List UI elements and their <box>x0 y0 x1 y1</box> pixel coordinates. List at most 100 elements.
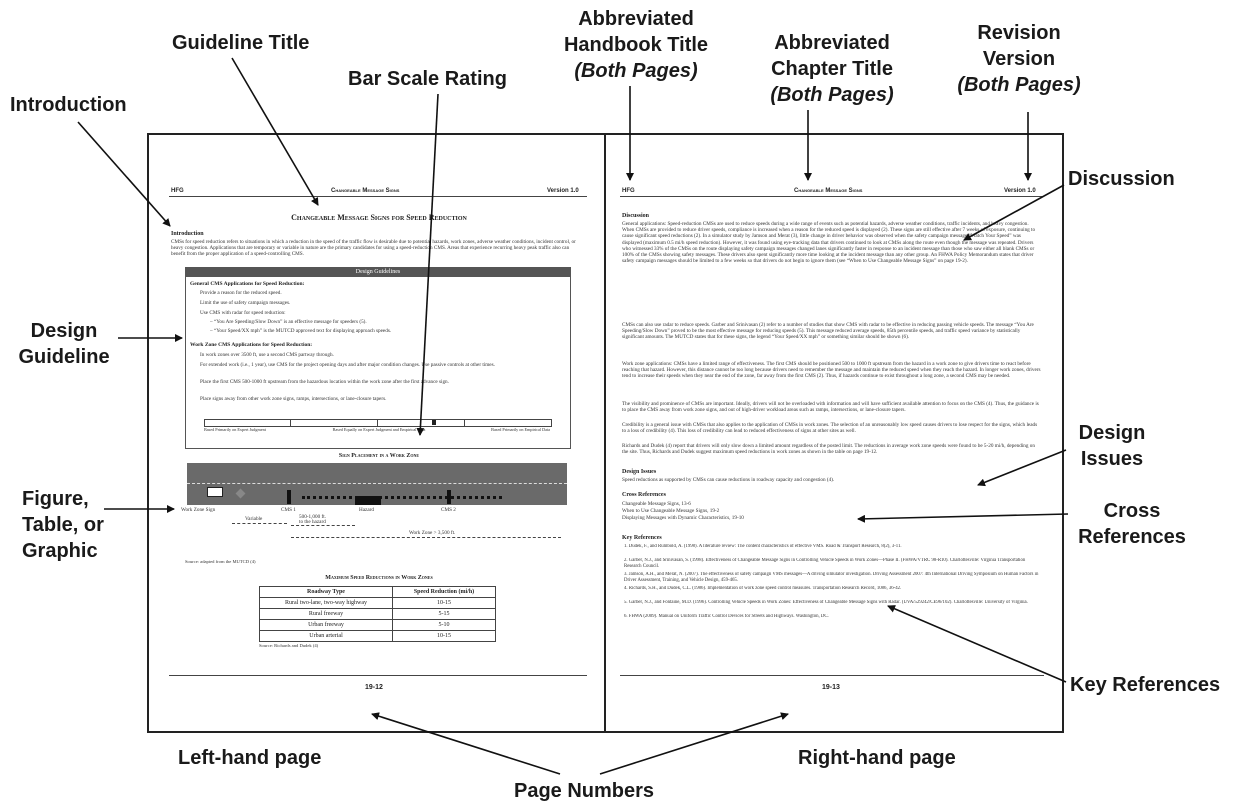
callout-key-references: Key References <box>1070 674 1221 696</box>
dg-workzone-item: Place the first CMS 500-1000 ft upstream… <box>200 379 449 385</box>
callout-introduction: Introduction <box>10 94 127 116</box>
right-header-rule <box>620 196 1044 197</box>
discussion-paragraph: CMSs can also use radar to reduce speeds… <box>622 322 1034 341</box>
dg-workzone-item: In work zones over 3500 ft, use a second… <box>200 352 334 358</box>
callout-left-hand-page: Left-hand page <box>178 747 322 769</box>
table-row: Rural two-lane, two-way highway 10-15 <box>259 597 496 609</box>
callout-line: Graphic <box>22 540 98 562</box>
callout-line: Abbreviated <box>578 8 694 30</box>
discussion-paragraph: General applications: Speed-reduction CM… <box>622 221 1036 265</box>
fig-wz-length-label: Work Zone > 3,500 ft. <box>409 530 456 536</box>
dg-workzone-item: For extended work (i.e., 1 year), use CM… <box>200 362 495 368</box>
callout-abbrev-chapter-title: Abbreviated Chapter Title (Both Pages) <box>752 30 912 108</box>
bar-scale-rating: Based Primarily on Expert Judgment Based… <box>204 415 552 435</box>
left-page-number: 19-12 <box>365 684 383 691</box>
design-guidelines-header: Design Guidelines <box>186 268 570 277</box>
work-zone-figure: Work Zone Sign CMS 1 Hazard CMS 2 Variab… <box>181 463 567 553</box>
figure-title: Sign Placement in a Work Zone <box>338 453 420 459</box>
left-footer-rule <box>169 675 587 676</box>
table-cell: Rural two-lane, two-way highway <box>259 597 393 609</box>
table-cell: 10-15 <box>392 630 496 642</box>
dg-general-item: Limit the use of safety campaign message… <box>200 300 291 306</box>
table-source: Source: Richards and Dudek (4) <box>259 643 319 648</box>
callout-right-hand-page: Right-hand page <box>798 747 956 769</box>
right-header-version: Version 1.0 <box>1004 188 1036 194</box>
scale-right-label: Based Primarily on Empirical Data <box>491 427 550 432</box>
callout-line: Chapter Title <box>771 58 893 80</box>
dg-general-heading: General CMS Applications for Speed Reduc… <box>190 281 305 287</box>
dg-general-item: Provide a reason for the reduced speed. <box>200 290 282 296</box>
speed-reduction-table: Roadway Type Speed Reduction (mi/h) Rura… <box>259 586 496 642</box>
callout-discussion: Discussion <box>1068 168 1175 190</box>
discussion-paragraph: The visibility and prominence of CMSs ar… <box>622 401 1039 414</box>
design-issues-heading: Design Issues <box>622 469 657 475</box>
callout-line: Design <box>1078 422 1146 444</box>
discussion-paragraph: Work zone applications: CMSs have a limi… <box>622 361 1041 380</box>
key-ref-item: 1. Dudek, F., and Rumbold, A. (1998). A … <box>624 544 902 549</box>
callout-line: Table, or <box>22 514 104 536</box>
fig-variable-label: Variable <box>245 516 263 522</box>
left-header-rule <box>169 196 587 197</box>
fig-cms1-label: CMS 1 <box>281 507 296 513</box>
callout-line: Revision <box>977 22 1061 44</box>
key-ref-item: 4. Richards, S.H., and Dudek, C.L. (1986… <box>624 586 902 591</box>
table-cell: 5-15 <box>392 608 496 620</box>
dg-general-item: – “You Are Speeding/Slow Down” is an eff… <box>210 319 367 325</box>
dg-workzone-heading: Work Zone CMS Applications for Speed Red… <box>190 342 313 348</box>
discussion-heading: Discussion <box>622 213 650 219</box>
key-ref-heading: Key References <box>622 535 662 541</box>
dg-workzone-item: Place signs away from other work zone si… <box>200 396 387 402</box>
table-cell: Urban arterial <box>259 630 393 642</box>
callout-line: (Both Pages) <box>957 74 1081 96</box>
dg-general-item: Use CMS with radar for speed reduction: <box>200 310 286 316</box>
fig-500-1000-label: 500-1,000 ft. <box>299 514 326 520</box>
table-row: Urban freeway 5-10 <box>259 619 496 631</box>
callout-abbrev-handbook-title: Abbreviated Handbook Title (Both Pages) <box>556 6 716 84</box>
bar-scale-marker <box>432 420 436 425</box>
table-cell: 10-15 <box>392 597 496 609</box>
vehicle-icon <box>207 487 223 497</box>
callout-bar-scale-rating: Bar Scale Rating <box>348 68 507 90</box>
discussion-paragraph: Richards and Dudek (4) report that drive… <box>622 443 1035 456</box>
cone-taper <box>302 496 502 502</box>
callout-line: Guideline <box>18 346 110 368</box>
key-ref-item: 3. Jamson, A.H., and Merat, N. (2007). T… <box>624 572 1039 583</box>
right-page-number: 19-13 <box>822 684 840 691</box>
callout-line: (Both Pages) <box>770 84 894 106</box>
left-header-version: Version 1.0 <box>547 188 579 194</box>
table-cell: Urban freeway <box>259 619 393 631</box>
callout-line: Cross <box>1103 500 1161 522</box>
cross-ref-item[interactable]: Changeable Message Signs, 13-6 <box>622 501 691 507</box>
fig-work-zone-sign-label: Work Zone Sign <box>181 507 216 513</box>
scale-mid-label: Based Equally on Expert Judgment and Emp… <box>332 427 426 432</box>
design-issues-text: Speed reductions as supported by CMSs ca… <box>622 477 835 483</box>
cms2-icon <box>447 490 451 504</box>
right-header-running-title: Changeable Message Signs <box>794 188 863 194</box>
dg-general-item: – “Your Speed/XX mph” is the MUTCD appro… <box>210 328 392 334</box>
callout-line: Version <box>982 48 1056 70</box>
page-spine <box>604 135 606 731</box>
callout-revision-version: Revision Version (Both Pages) <box>944 20 1094 98</box>
intro-text: CMSs for speed reduction refers to situa… <box>171 239 576 258</box>
scale-left-label: Based Primarily on Expert Judgment <box>204 427 266 432</box>
callout-line: (Both Pages) <box>574 60 698 82</box>
callout-line: Handbook Title <box>563 34 709 56</box>
table-header-cell: Roadway Type <box>259 586 393 598</box>
table-header-cell: Speed Reduction (mi/h) <box>392 586 496 598</box>
design-guidelines-box: Design Guidelines General CMS Applicatio… <box>185 267 571 449</box>
table-cell: Rural freeway <box>259 608 393 620</box>
hazard-icon <box>355 496 381 505</box>
table-title: Maximum Speed Reductions in Work Zones <box>325 575 433 581</box>
discussion-paragraph: Credibility is a general issue with CMSs… <box>622 422 1038 435</box>
cross-ref-item[interactable]: When to Use Changeable Message Signs, 19… <box>622 508 720 514</box>
table-cell: 5-10 <box>392 619 496 631</box>
cross-ref-item[interactable]: Displaying Messages with Dynamic Charact… <box>622 515 744 521</box>
callout-line: Abbreviated <box>774 32 890 54</box>
callout-line: Issues <box>1080 448 1144 470</box>
callout-line: Design <box>30 320 98 342</box>
intro-heading: Introduction <box>171 231 204 237</box>
callout-design-issues: Design Issues <box>1072 420 1152 472</box>
right-footer-rule <box>620 675 1044 676</box>
table-row: Urban arterial 10-15 <box>259 630 496 642</box>
right-header-hfg: HFG <box>622 188 635 194</box>
